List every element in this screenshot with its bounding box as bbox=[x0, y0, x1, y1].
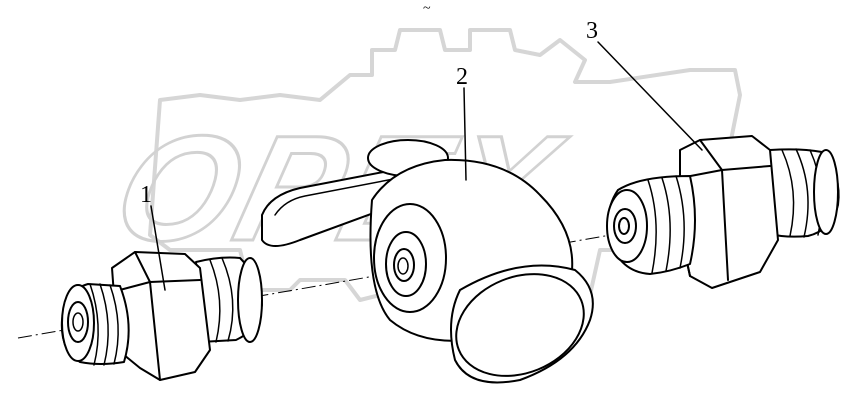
callout-1-label: 1 bbox=[140, 182, 152, 208]
part-2-outlet bbox=[455, 273, 585, 377]
callout-1: 1 bbox=[140, 182, 166, 291]
part-1-hexagon bbox=[111, 251, 211, 381]
part-3-nipple bbox=[606, 135, 840, 289]
callout-3-label: 3 bbox=[586, 18, 598, 44]
part-1-right-thread bbox=[195, 256, 263, 343]
part-3-right-thread bbox=[769, 148, 840, 238]
part-2-valve bbox=[261, 139, 594, 384]
callout-3: 3 bbox=[586, 18, 703, 151]
callout-2: 2 bbox=[456, 64, 468, 181]
part-3-left-thread bbox=[606, 175, 696, 275]
callout-2-leader bbox=[463, 87, 467, 181]
callout-3-leader bbox=[597, 41, 703, 151]
callout-2-label: 2 bbox=[456, 64, 468, 90]
top-mark: ~ bbox=[423, 1, 431, 16]
part-1-left-thread bbox=[60, 283, 130, 366]
callout-1-leader bbox=[150, 205, 166, 291]
part-3-hexagon bbox=[679, 135, 779, 289]
part-1-nipple bbox=[60, 251, 263, 381]
